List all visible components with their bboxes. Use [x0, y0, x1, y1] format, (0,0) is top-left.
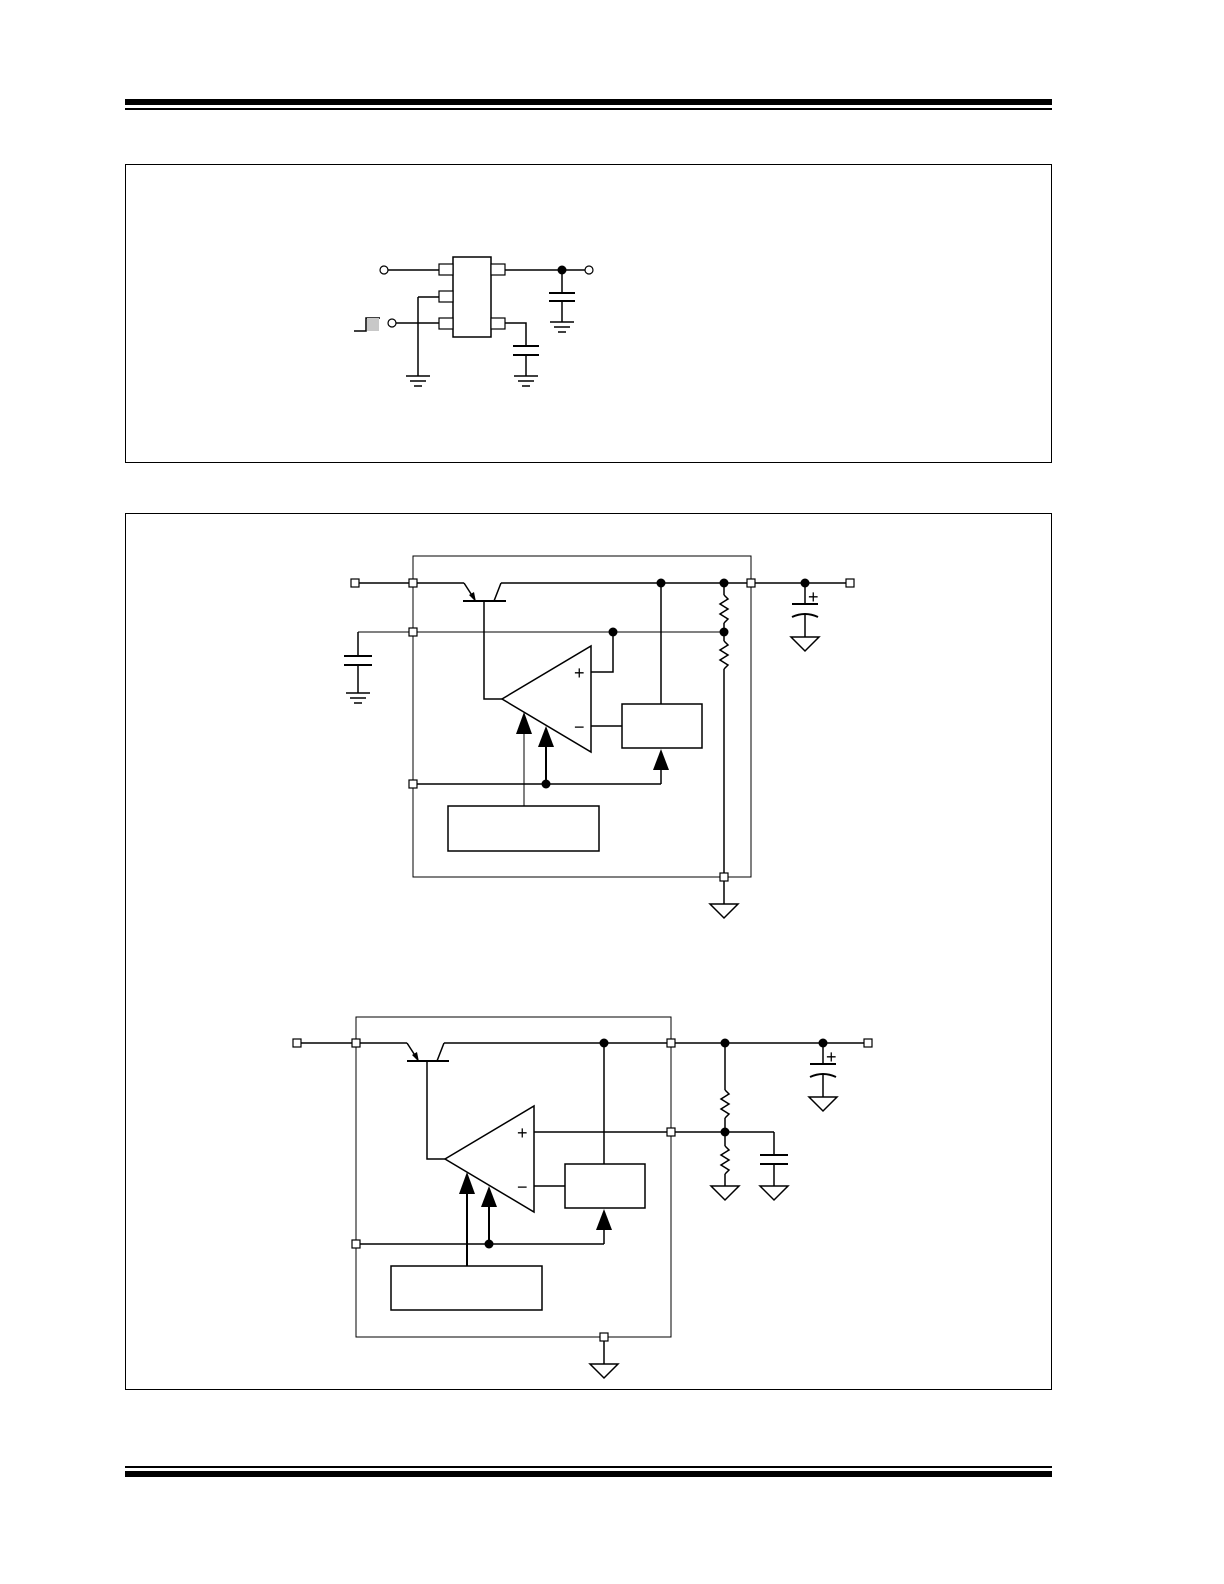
ground-symbol — [346, 692, 370, 704]
output-terminal — [584, 265, 594, 275]
ic-pin-vout — [490, 263, 506, 276]
adjustable-output-block-diagram: + + − — [292, 1016, 873, 1380]
pass-transistor — [463, 582, 506, 602]
ic-pin-gnd — [438, 290, 454, 303]
voltage-reference-block — [564, 1163, 646, 1209]
vout-pin — [746, 578, 756, 588]
voltage-reference-block — [621, 703, 703, 749]
vout-terminal — [863, 1038, 873, 1048]
typical-application-schematic — [354, 256, 594, 387]
footer-rule-thin — [125, 1466, 1052, 1468]
error-amplifier — [443, 1104, 535, 1214]
ic-pin-shdn — [438, 317, 454, 330]
typical-application-figure — [125, 164, 1052, 463]
ground-symbol — [708, 903, 740, 920]
protection-block — [447, 805, 600, 852]
vout-pin — [666, 1038, 676, 1048]
vin-pin — [292, 1038, 302, 1048]
ground-symbol — [789, 636, 821, 653]
error-amplifier — [500, 644, 592, 754]
shdn-terminal — [387, 318, 397, 328]
ground-symbol — [709, 1185, 741, 1202]
chip-boundary — [412, 555, 752, 878]
feedback-resistor-top — [718, 594, 730, 624]
ground-symbol — [758, 1185, 790, 1202]
feedback-resistor-bottom — [718, 640, 730, 670]
ic-package — [452, 256, 492, 338]
header-rule-thick — [125, 99, 1052, 105]
external-resistor-bottom — [719, 1145, 731, 1175]
plus-sign: + — [574, 663, 585, 683]
gnd-pin — [599, 1332, 609, 1342]
plus-sign: + — [826, 1047, 837, 1067]
ground-symbol — [588, 1363, 620, 1380]
minus-sign: − — [574, 717, 585, 737]
ground-symbol — [807, 1096, 839, 1113]
fixed-output-block-diagram: + — [344, 555, 855, 920]
external-resistor-top — [719, 1089, 731, 1119]
chip-boundary — [355, 1016, 672, 1338]
adj-pin — [666, 1127, 676, 1137]
ground-symbol — [514, 375, 538, 387]
protection-block — [390, 1265, 543, 1311]
ic-pin-vin — [438, 263, 454, 276]
shdn-pin — [351, 1239, 361, 1249]
pass-transistor — [406, 1042, 449, 1062]
header-rule-thin — [125, 108, 1052, 110]
input-terminal — [379, 265, 389, 275]
plus-sign: + — [517, 1123, 528, 1143]
gnd-pin — [719, 872, 729, 882]
shdn-pin — [408, 779, 418, 789]
minus-sign: − — [517, 1177, 528, 1197]
footer-rule-thick — [125, 1471, 1052, 1477]
ground-symbol — [406, 375, 430, 387]
ground-symbol — [550, 321, 574, 333]
shutdown-step-waveform — [354, 317, 380, 332]
vin-pin — [350, 578, 360, 588]
ic-pin-bypass — [490, 317, 506, 330]
vout-terminal — [845, 578, 855, 588]
bypass-pin — [408, 627, 418, 637]
svg-text:+: + — [808, 587, 819, 607]
